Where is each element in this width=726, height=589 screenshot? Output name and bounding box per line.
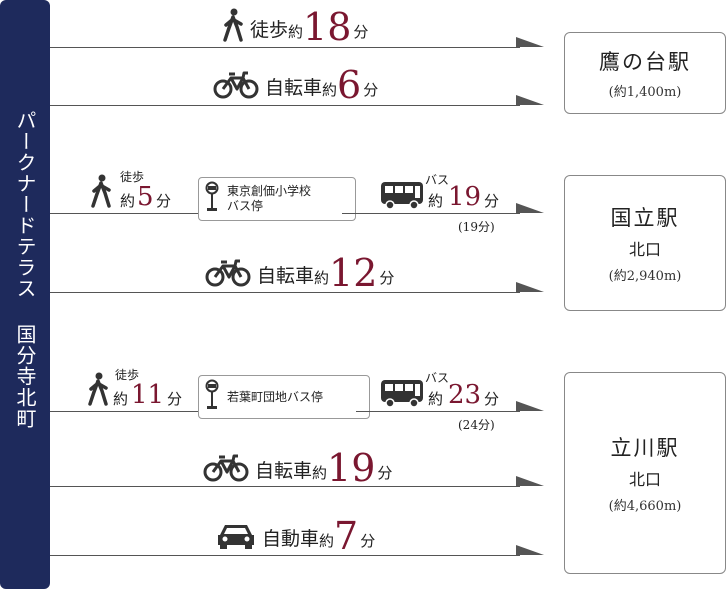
route-line bbox=[50, 213, 198, 214]
arrow-icon bbox=[516, 37, 544, 47]
walk-label: 徒歩 bbox=[120, 170, 145, 184]
route-line bbox=[50, 105, 520, 106]
station-exit: 北口 bbox=[628, 470, 661, 489]
route-line bbox=[50, 47, 520, 48]
property-sidebar: パークナードテラス 国分寺北町 bbox=[0, 0, 50, 589]
bus-minutes-value: 19 bbox=[448, 182, 482, 212]
approx-label: 約 bbox=[428, 390, 444, 408]
station-name: 鷹の台駅 bbox=[599, 50, 691, 74]
route-car-tachikawa: 自動車 約 7 分 bbox=[216, 517, 375, 555]
walk-label: 徒歩 bbox=[115, 368, 140, 382]
bus-stop-box: 東京創価小学校 バス停 bbox=[198, 177, 356, 221]
bicycle-icon bbox=[213, 70, 259, 104]
route-line bbox=[50, 411, 198, 412]
approx-label: 約 bbox=[322, 81, 338, 99]
minutes-unit: 分 bbox=[156, 192, 172, 210]
bus-segment: バス 約 23 分 (24分) bbox=[380, 370, 510, 432]
arrow-icon bbox=[516, 401, 544, 411]
approx-label: 約 bbox=[314, 269, 330, 287]
minutes-unit: 分 bbox=[360, 532, 376, 550]
minutes-unit: 分 bbox=[377, 464, 393, 482]
mode-label: 自動車 bbox=[262, 528, 320, 550]
arrow-icon bbox=[516, 95, 544, 105]
bus-label: バス bbox=[425, 173, 450, 187]
bicycle-icon bbox=[203, 453, 249, 487]
station-distance: (約1,400m) bbox=[608, 85, 682, 100]
approx-label: 約 bbox=[428, 192, 444, 210]
station-name: 立川駅 bbox=[610, 436, 680, 460]
minutes-value: 18 bbox=[303, 5, 352, 49]
minutes-value: 12 bbox=[329, 251, 378, 295]
route-bike-kokuritsu: 自転車 約 12 分 bbox=[205, 254, 394, 292]
route-line bbox=[50, 292, 520, 293]
bus-minutes-value: 23 bbox=[448, 380, 482, 410]
walk-segment: 徒歩 約 11 分 bbox=[87, 368, 187, 410]
walk-minutes-value: 11 bbox=[131, 380, 165, 410]
bus-stop-icon bbox=[205, 379, 219, 415]
minutes-value: 6 bbox=[337, 63, 362, 107]
bicycle-icon bbox=[205, 258, 251, 292]
route-bike-tachikawa: 自転車 約 19 分 bbox=[203, 449, 392, 487]
walking-person-icon bbox=[87, 372, 109, 410]
bus-label: バス bbox=[425, 371, 450, 385]
station-name: 国立駅 bbox=[610, 206, 680, 230]
mode-label: 自転車 bbox=[265, 77, 323, 99]
route-walk-takanodai: 徒歩 約 18 分 bbox=[222, 8, 368, 46]
bus-stop-icon bbox=[205, 181, 219, 217]
route-line bbox=[356, 411, 520, 412]
walk-segment: 徒歩 約 5 分 bbox=[90, 170, 180, 212]
approx-label: 約 bbox=[113, 390, 129, 408]
minutes-unit: 分 bbox=[379, 269, 395, 287]
bus-stop-name-line2: バス停 bbox=[227, 199, 264, 213]
property-name: パークナードテラス 国分寺北町 bbox=[13, 110, 37, 429]
route-line bbox=[50, 555, 520, 556]
route-line bbox=[50, 486, 520, 487]
approx-label: 約 bbox=[288, 23, 304, 41]
approx-label: 約 bbox=[312, 464, 328, 482]
minutes-value: 19 bbox=[327, 446, 376, 490]
minutes-unit: 分 bbox=[167, 390, 183, 408]
route-line bbox=[342, 213, 520, 214]
minutes-unit: 分 bbox=[363, 81, 379, 99]
station-takanodai: 鷹の台駅 (約1,400m) bbox=[564, 32, 726, 114]
minutes-unit: 分 bbox=[484, 192, 500, 210]
car-icon bbox=[216, 521, 256, 555]
minutes-unit: 分 bbox=[353, 23, 369, 41]
mode-label: 自転車 bbox=[255, 460, 313, 482]
walking-person-icon bbox=[90, 174, 112, 212]
arrow-icon bbox=[516, 545, 544, 555]
walk-minutes-value: 5 bbox=[137, 182, 154, 212]
bus-stop-box: 若葉町団地バス停 bbox=[198, 375, 370, 419]
bus-icon bbox=[380, 180, 424, 214]
arrow-icon bbox=[516, 282, 544, 292]
arrow-icon bbox=[516, 476, 544, 486]
bus-alt-minutes: (19分) bbox=[458, 220, 495, 234]
station-distance: (約2,940m) bbox=[608, 269, 682, 284]
arrow-icon bbox=[516, 203, 544, 213]
bus-stop-name: 若葉町団地バス停 bbox=[227, 389, 324, 404]
bus-stop-name-line1: 東京創価小学校 bbox=[227, 184, 312, 198]
minutes-value: 7 bbox=[334, 514, 359, 558]
station-distance: (約4,660m) bbox=[608, 499, 682, 514]
station-kokuritsu: 国立駅 北口 (約2,940m) bbox=[564, 175, 726, 311]
route-bike-takanodai: 自転車 約 6 分 bbox=[213, 66, 378, 104]
station-tachikawa: 立川駅 北口 (約4,660m) bbox=[564, 372, 726, 574]
bus-segment: バス 約 19 分 (19分) bbox=[380, 172, 510, 234]
station-exit: 北口 bbox=[628, 240, 661, 259]
bus-icon bbox=[380, 378, 424, 412]
approx-label: 約 bbox=[319, 532, 335, 550]
bus-alt-minutes: (24分) bbox=[458, 418, 495, 432]
mode-label: 徒歩 bbox=[250, 19, 289, 41]
walking-person-icon bbox=[222, 8, 244, 46]
approx-label: 約 bbox=[120, 192, 136, 210]
minutes-unit: 分 bbox=[484, 390, 500, 408]
mode-label: 自転車 bbox=[257, 265, 315, 287]
